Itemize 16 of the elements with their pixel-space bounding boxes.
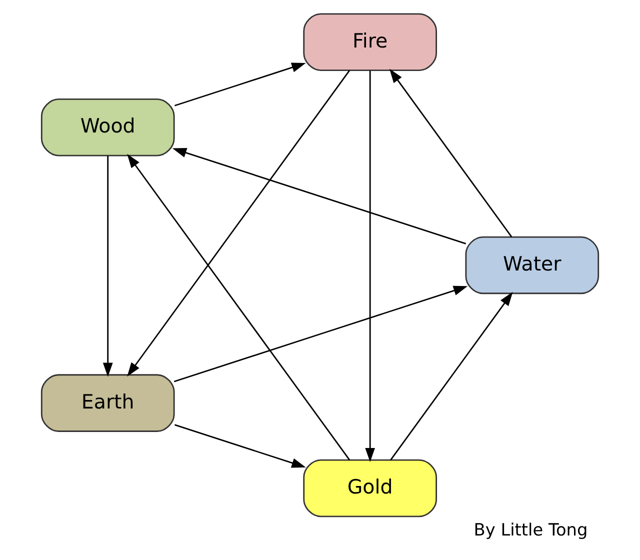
arrow	[174, 286, 468, 382]
arrow	[174, 62, 306, 106]
node-box: Water	[465, 236, 600, 294]
caption: By Little Tong	[474, 520, 588, 540]
node-box: Fire	[303, 13, 437, 72]
arrow	[127, 154, 350, 460]
arrow	[172, 148, 466, 244]
arrow	[127, 70, 350, 377]
arrow	[390, 292, 513, 460]
node-box: Gold	[303, 459, 437, 518]
node-box: Wood	[40, 98, 175, 156]
arrow	[102, 156, 113, 377]
arrow	[365, 70, 376, 462]
arrow	[174, 424, 306, 468]
node-box: Earth	[40, 374, 175, 432]
arrow	[389, 68, 512, 238]
